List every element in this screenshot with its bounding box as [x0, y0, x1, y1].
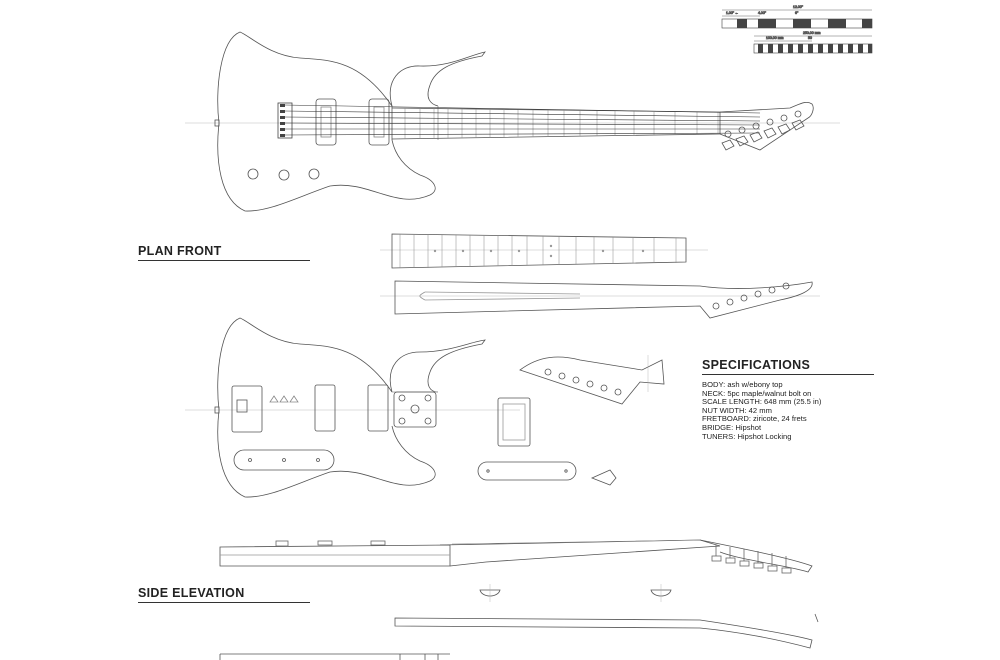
neck-plan — [391, 107, 721, 140]
side-elevation-view — [219, 539, 813, 574]
imperial-scale-bar: 12.00" 1.00" ← 4.00" 6" — [721, 5, 873, 29]
plan-front-view — [185, 31, 840, 212]
fretboard-view — [380, 233, 708, 269]
metric-label-2: 50 — [808, 36, 812, 40]
truss-rod-cover — [590, 469, 617, 486]
plan-back-view — [185, 317, 520, 498]
tone-knob — [278, 169, 290, 181]
spec-scale-length: SCALE LENGTH: 648 mm (25.5 in) — [702, 397, 822, 407]
specifications-panel: SPECIFICATIONS BODY: ash w/ebony top NEC… — [702, 358, 874, 441]
spec-bridge: BRIDGE: Hipshot — [702, 422, 762, 432]
spec-tuners: TUNERS: Hipshot Locking — [702, 431, 792, 441]
plan-front-title: PLAN FRONT — [138, 244, 310, 261]
metric-scale-bar: 250.00 mm 100.00 mm 50 — [753, 31, 873, 54]
specifications-title: SPECIFICATIONS — [702, 358, 874, 375]
side-elevation-title: SIDE ELEVATION — [138, 586, 310, 603]
strings — [284, 104, 761, 136]
spec-neck: NECK: 5pc maple/walnut bolt on — [702, 388, 812, 398]
imperial-label-3: 6" — [795, 11, 799, 15]
headstock-face-view — [519, 355, 665, 405]
imperial-label-1: 1.00" ← — [726, 11, 739, 15]
imperial-label-2: 4.00" — [758, 11, 767, 15]
headstock-plan — [719, 101, 814, 151]
bridge-pickup — [315, 98, 337, 146]
body-back-outline — [390, 339, 486, 393]
tuner-pegs — [721, 110, 805, 151]
imperial-total-label: 12.00" — [793, 5, 804, 9]
body-side-partial — [219, 653, 450, 660]
spring-cover — [477, 461, 577, 481]
guitar-body-outline-main — [217, 31, 436, 212]
spec-body: BODY: ash w/ebony top — [702, 380, 783, 389]
spec-fretboard: FRETBOARD: ziricote, 24 frets — [702, 414, 807, 424]
control-cavity-cover — [497, 397, 531, 447]
neck-pickup — [368, 98, 390, 146]
neck-profile-sections — [479, 584, 672, 602]
neck-back-view — [380, 280, 820, 319]
selector-knob — [308, 168, 320, 180]
bridge — [277, 102, 293, 139]
metric-label-1: 100.00 mm — [766, 36, 784, 40]
spec-nut-width: NUT WIDTH: 42 mm — [702, 405, 772, 415]
neck-side-view — [394, 613, 819, 649]
volume-knob — [247, 168, 259, 180]
guitar-body-outline — [390, 51, 486, 107]
metric-total-label: 250.00 mm — [803, 31, 821, 35]
